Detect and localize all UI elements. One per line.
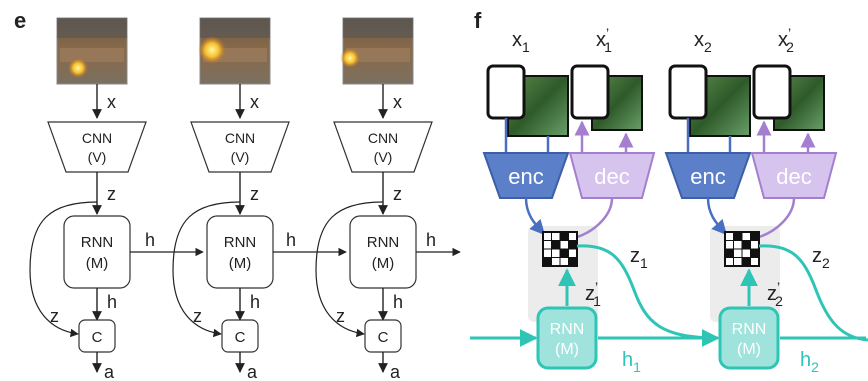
rnn-m-label: (M): [737, 341, 761, 358]
rnn-m-label: (M): [86, 255, 109, 272]
cnn-v-label: (V): [374, 149, 393, 165]
rnn-block-1: [536, 306, 598, 370]
rnn-block-2: [718, 306, 780, 370]
cnn-label: CNN: [225, 130, 255, 146]
h-label-3: h: [426, 230, 436, 250]
controller-label: C: [378, 329, 389, 346]
z-label: z: [107, 184, 116, 204]
latent-z-grid-1: [542, 231, 578, 267]
dec-label: dec: [776, 164, 811, 189]
cnn-v-label: (V): [88, 149, 107, 165]
cnn-v-trapezoid: [333, 121, 433, 173]
cnn-label: CNN: [82, 130, 112, 146]
controller-label: C: [235, 329, 246, 346]
x1-prime-frame-stack: [570, 64, 643, 131]
rnn-m-box: [349, 215, 417, 289]
h-label-1: h: [145, 230, 155, 250]
panel-e-column-1: x CNN (V) z RNN (M) z h C a: [29, 17, 147, 381]
z1-curve: [576, 244, 719, 340]
rnn-label: RNN: [224, 234, 257, 251]
rnn-label: RNN: [367, 234, 400, 251]
enc-label: enc: [508, 164, 543, 189]
decoder-block-1: [568, 152, 656, 199]
latent-z-grid-2: [724, 231, 760, 267]
h-to-c-label: h: [107, 292, 117, 312]
x2-frame-stack: [668, 64, 751, 137]
panel-e-column-3: x CNN (V) z RNN (M) z h C a: [315, 17, 433, 381]
cnn-v-trapezoid: [190, 121, 290, 173]
rnn-m-label: (M): [372, 255, 395, 272]
z-to-c-label: z: [193, 306, 202, 326]
rnn-m-label: (M): [229, 255, 252, 272]
encoder-block-1: [482, 152, 570, 199]
frame-x-label: x: [393, 92, 402, 112]
frame-x-label: x: [107, 92, 116, 112]
action-label: a: [247, 362, 258, 381]
cnn-v-trapezoid: [47, 121, 147, 173]
rnn-label: RNN: [550, 321, 585, 338]
z2-label: z2: [812, 245, 830, 271]
action-label: a: [390, 362, 401, 381]
rnn-label: RNN: [81, 234, 114, 251]
h1-label: h1: [622, 349, 641, 375]
h-to-c-label: h: [393, 292, 403, 312]
cnn-label: CNN: [368, 130, 398, 146]
z2-curve: [758, 244, 868, 342]
panel-e-label: e: [14, 8, 26, 33]
z-label: z: [250, 184, 259, 204]
controller-label: C: [92, 329, 103, 346]
x1-label: x1: [512, 29, 530, 55]
z1-label: z1: [630, 245, 648, 271]
z-to-c-label: z: [50, 306, 59, 326]
encoder-block-2: [664, 152, 752, 199]
cnn-v-label: (V): [231, 149, 250, 165]
action-label: a: [104, 362, 115, 381]
frame-x-label: x: [250, 92, 259, 112]
z-label: z: [393, 184, 402, 204]
h-label-2: h: [286, 230, 296, 250]
h-to-c-label: h: [250, 292, 260, 312]
enc-label: enc: [690, 164, 725, 189]
z1-prime-label: z’1: [585, 279, 601, 309]
rnn-label: RNN: [732, 321, 767, 338]
h2-label: h2: [800, 349, 819, 375]
rnn-m-label: (M): [555, 341, 579, 358]
rnn-m-box: [206, 215, 274, 289]
x2-prime-frame-stack: [752, 64, 825, 131]
x2-label: x2: [694, 29, 712, 55]
panel-e-column-2: x CNN (V) z RNN (M) z h C a: [172, 17, 290, 381]
z-to-c-label: z: [336, 306, 345, 326]
decoder-block-2: [750, 152, 838, 199]
rnn-m-box: [63, 215, 131, 289]
dec-label: dec: [594, 164, 629, 189]
x2-prime-label: x’2: [778, 25, 794, 55]
x1-frame-stack: [486, 64, 569, 137]
panel-f-label: f: [474, 8, 482, 33]
x1-prime-label: x’1: [596, 25, 612, 55]
z2-prime-label: z’2: [767, 279, 783, 309]
